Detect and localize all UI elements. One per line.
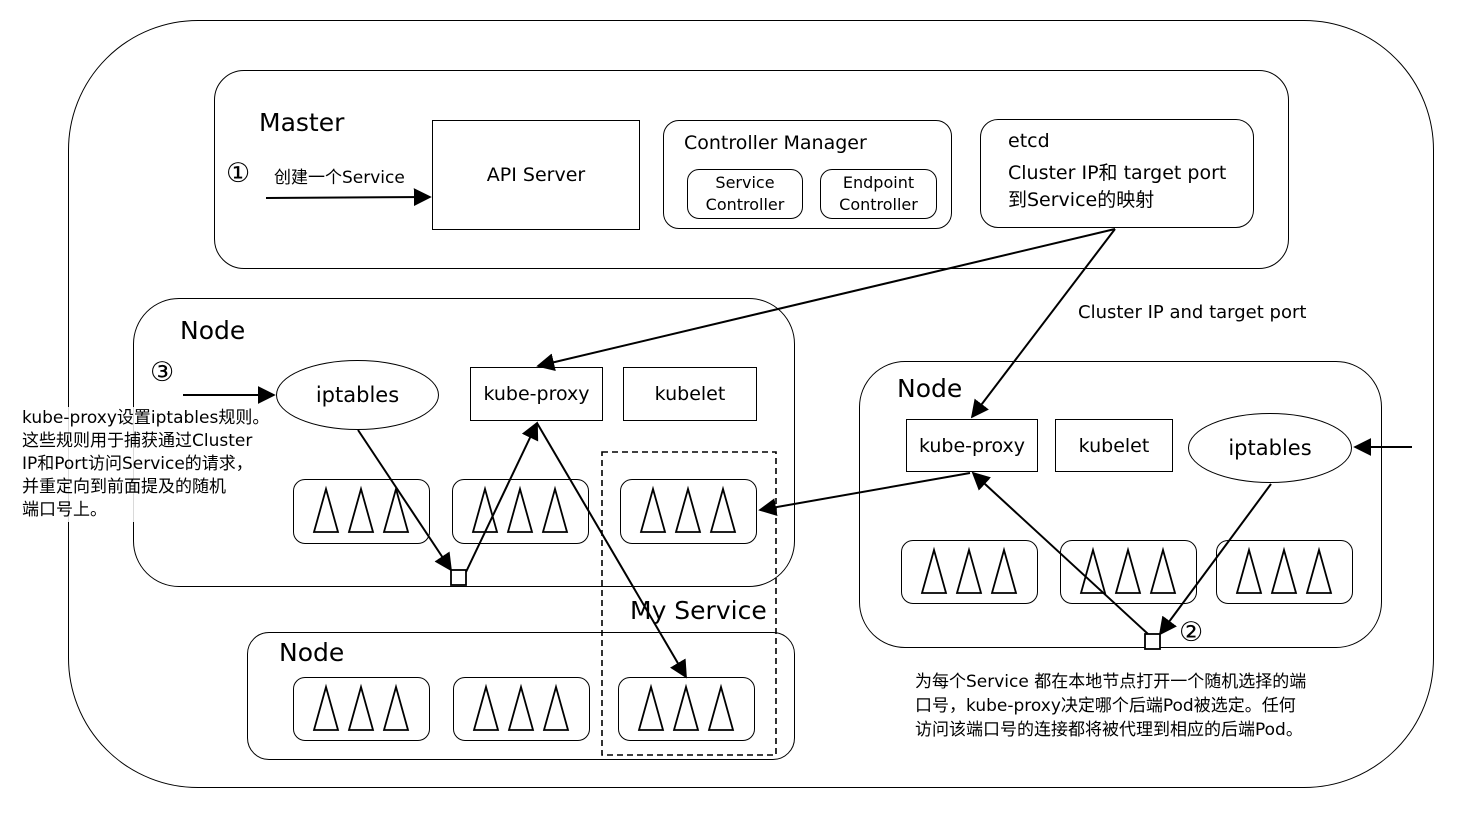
note-right-line: 访问该端口号的连接都将被代理到相应的后端Pod。 (915, 720, 1303, 740)
note-right-line: 口号，kube-proxy决定哪个后端Pod被选定。任何 (915, 696, 1296, 716)
arrow-etcd-to-kube-proxy-left (536, 228, 1116, 372)
pod-triangle (707, 683, 735, 731)
node-bottom-title: Node (279, 638, 345, 667)
endpoint-controller-line2: Controller (839, 195, 918, 214)
pod-triangle (920, 546, 948, 594)
arrow-kube-proxy-right-to-pod (758, 472, 971, 517)
pod-triangle (471, 485, 499, 533)
note-left-line: 并重定向到前面提及的随机 (22, 477, 226, 497)
controller-manager-title: Controller Manager (684, 132, 867, 154)
pod-triangles (312, 485, 1333, 731)
kubelet-left-box: kubelet (623, 367, 757, 421)
step3-marker: ③ (150, 357, 175, 388)
kubelet-right-box: kubelet (1055, 419, 1173, 472)
etcd-line2: 到Service的映射 (1008, 189, 1155, 211)
note-left-line: kube-proxy设置iptables规则。 (22, 408, 270, 428)
note-left-line: IP和Port访问Service的请求， (22, 454, 253, 474)
pod-triangle (990, 546, 1018, 594)
arrow-kube-proxy-to-bottom-pod (536, 422, 687, 679)
arrow-iptables-right-to-port (1158, 483, 1272, 636)
pod-triangle (1149, 546, 1177, 594)
note-left: kube-proxy设置iptables规则。 这些规则用于捕获通过Cluste… (22, 407, 270, 522)
arrow-step1-create-service (265, 188, 432, 207)
kube-proxy-right-label: kube-proxy (918, 434, 1026, 457)
pod-triangle (709, 485, 737, 533)
pod-triangle (1305, 546, 1333, 594)
iptables-left-ellipse: iptables (276, 360, 439, 430)
pod-triangle (506, 485, 534, 533)
endpoint-controller-box: Endpoint Controller (820, 169, 937, 219)
port-square-right (1144, 633, 1161, 650)
pod-triangle (382, 485, 410, 533)
kubelet-left-label: kubelet (654, 383, 726, 405)
etcd-box (980, 119, 1254, 228)
step2-marker: ② (1179, 617, 1204, 648)
note-left-line: 这些规则用于捕获通过Cluster (22, 431, 253, 451)
kubelet-right-label: kubelet (1078, 434, 1150, 457)
service-controller-line2: Controller (705, 195, 785, 214)
note-left-line: 端口号上。 (22, 500, 107, 520)
pod-triangle (672, 683, 700, 731)
step1-marker: ① (226, 158, 251, 189)
arrow-port-to-kube-proxy-left (465, 421, 539, 573)
step1-text: 创建一个Service (274, 168, 405, 188)
note-right-line: 为每个Service 都在本地节点打开一个随机选择的端 (915, 672, 1307, 692)
pod-triangle (472, 683, 500, 731)
kube-proxy-right-box: kube-proxy (906, 419, 1038, 472)
node-right-title: Node (897, 374, 963, 403)
iptables-right-ellipse: iptables (1188, 413, 1352, 483)
api-server-label: API Server (486, 164, 586, 186)
pod-triangle (1079, 546, 1107, 594)
pod-triangle (347, 683, 375, 731)
pod-triangle (382, 683, 410, 731)
pod-triangle (637, 683, 665, 731)
arrow-iptables-to-port-left (357, 429, 452, 572)
my-service-label: My Service (628, 596, 769, 625)
etcd-line1: Cluster IP和 target port (1008, 162, 1227, 184)
arrow-etcd-to-kube-proxy-right (970, 228, 1116, 419)
pod-triangle (542, 683, 570, 731)
pod-triangle (541, 485, 569, 533)
etcd-title: etcd (1008, 130, 1050, 152)
port-square-left (450, 569, 467, 586)
pod-triangle (1270, 546, 1298, 594)
iptables-left-label: iptables (315, 383, 400, 407)
kube-proxy-left-label: kube-proxy (483, 383, 590, 405)
cluster-boundary (68, 20, 1434, 788)
pod-triangle (674, 485, 702, 533)
pod-triangle (1235, 546, 1263, 594)
service-controller-line1: Service (715, 173, 775, 192)
edge-label-cluster-ip: Cluster IP and target port (1078, 302, 1307, 323)
pod-triangle (347, 485, 375, 533)
pod-triangle (639, 485, 667, 533)
service-controller-box: Service Controller (687, 169, 803, 219)
pod-triangle (1114, 546, 1142, 594)
node-left-title: Node (180, 316, 246, 345)
pod-triangle (507, 683, 535, 731)
iptables-right-label: iptables (1228, 436, 1312, 460)
note-right: 为每个Service 都在本地节点打开一个随机选择的端 口号，kube-prox… (915, 670, 1306, 742)
arrow-port-to-kube-proxy-right (971, 471, 1149, 635)
master-title: Master (259, 108, 345, 137)
my-service-dashed-box (601, 451, 777, 756)
pod-triangle (312, 485, 340, 533)
pod-triangle (955, 546, 983, 594)
endpoint-controller-line1: Endpoint (842, 173, 915, 192)
pod-triangle (312, 683, 340, 731)
api-server-box: API Server (432, 120, 640, 230)
